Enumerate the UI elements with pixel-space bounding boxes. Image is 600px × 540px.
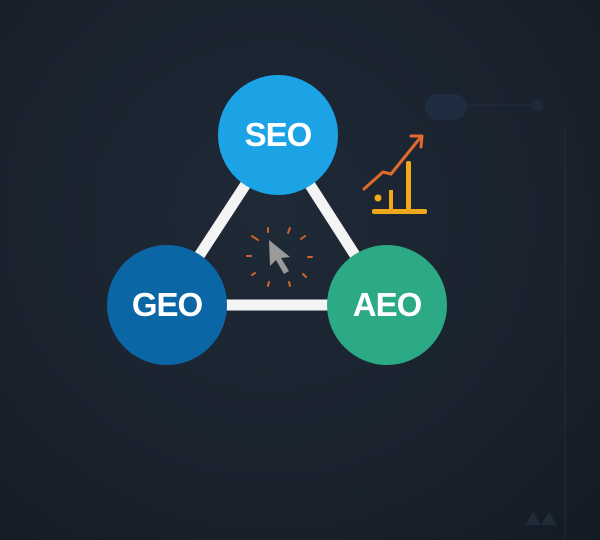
growth-chart-icon: [362, 134, 427, 214]
seo-circle: [218, 75, 338, 195]
aeo-label: AEO: [352, 286, 423, 323]
cursor-click-icon: [246, 227, 313, 287]
triangle-connector: [161, 129, 393, 311]
aeo-circle: [327, 245, 447, 365]
geo-circle: [107, 245, 227, 365]
geo-label: GEO: [131, 286, 203, 323]
seo-label: SEO: [244, 116, 313, 153]
background-decoration: [425, 94, 566, 540]
